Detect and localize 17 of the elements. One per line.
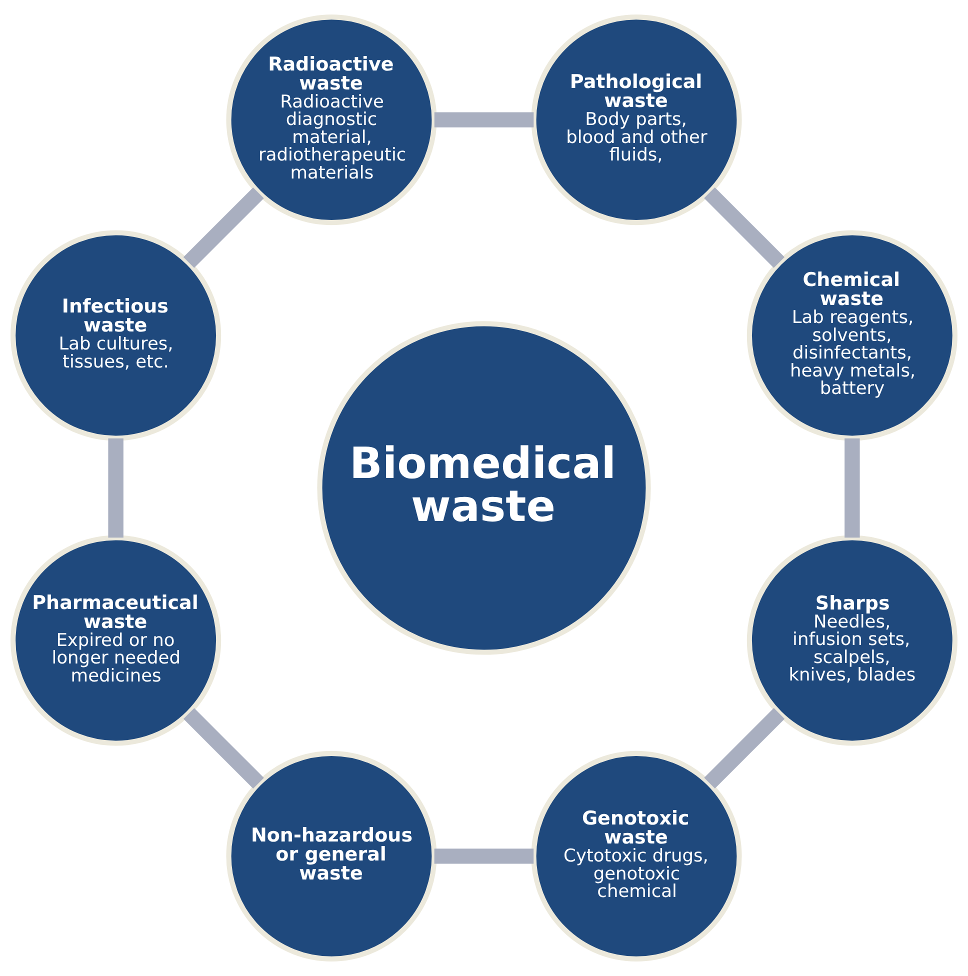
connector: [108, 438, 124, 538]
node-circle: Genotoxic waste Cytotoxic drugs, genotoxic chemical: [531, 750, 742, 962]
node-circle: Infectious waste Lab cultures, tissues, etc.: [10, 230, 222, 441]
node-circle: Chemical waste Lab reagents, solvents, disinfectants, heavy metals, battery: [746, 230, 958, 441]
connector: [183, 187, 264, 268]
node-circle: Biomedical waste: [317, 321, 651, 655]
connector: [434, 848, 534, 864]
node-circle: Pathological waste Body parts, blood and other fluids,: [531, 14, 742, 226]
connector: [844, 438, 860, 538]
node-circle: Radioactive waste Radioactive diagnostic material, radiotherapeutic materials: [226, 14, 437, 226]
node-circle: Pharmaceutical waste Expired or no longer needed medicines: [10, 535, 222, 746]
connector: [704, 708, 785, 789]
node-circle: Non-hazardous or general waste: [226, 750, 437, 962]
node-circle: Sharps Needles, infusion sets, scalpels, knives, blades: [746, 535, 958, 746]
connector: [704, 187, 785, 268]
connector: [434, 112, 534, 128]
connector: [183, 708, 264, 789]
